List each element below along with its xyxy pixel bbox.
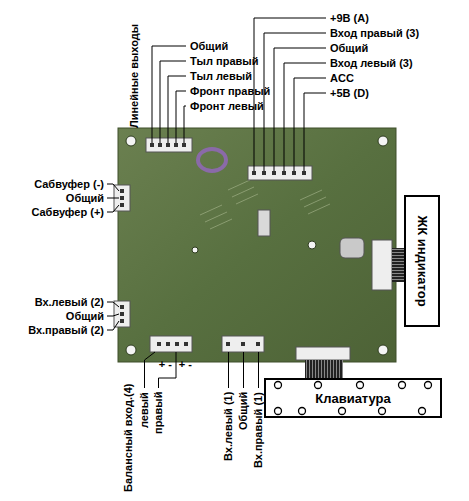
polarity-mark: + [179, 358, 185, 371]
lcd-connector [372, 240, 392, 290]
polarity-mark: - [188, 358, 192, 371]
balanced-connector [150, 336, 192, 352]
pin-label: +5В (D) [330, 87, 369, 100]
pin-label: Сабвуфер (+) [31, 206, 104, 219]
group-label: Балансный вход.(4) [122, 384, 135, 492]
pin-label: Тыл левый [190, 70, 252, 83]
line-out-connector [146, 138, 192, 152]
pin-label: Общий [237, 392, 250, 430]
pin-label: Сабвуфер (-) [34, 178, 104, 191]
coil [198, 149, 226, 171]
pin-label: Вх.левый (1) [222, 392, 235, 461]
pin-label: Общий [66, 310, 104, 323]
pin-label: Тыл правый [190, 55, 258, 68]
device-name: Клавиатура [315, 391, 391, 406]
pin-label: +9В (А) [330, 12, 369, 25]
pin-label: Вх.правый (2) [28, 324, 104, 337]
keypad-connector [296, 347, 350, 360]
pin-label: ACC [330, 72, 354, 85]
leader-lines [107, 18, 326, 388]
device-name: ЖК индикатор [415, 215, 430, 306]
input1-connector [222, 336, 264, 352]
pin-label: правый [152, 392, 165, 434]
group-label: Линейные выходы [128, 24, 141, 128]
mounting-holes [126, 136, 388, 355]
pin-label: Фронт левый [190, 100, 264, 113]
pin-label: Вх.левый (2) [35, 296, 104, 309]
keypad-ribbon [305, 360, 343, 378]
pin-label: левый [138, 392, 151, 428]
keypad-buttons [275, 382, 432, 415]
pin-label: Общий [66, 192, 104, 205]
pin-label: Вход правый (3) [330, 27, 419, 40]
polarity-mark: + [159, 358, 165, 371]
crystal [340, 238, 364, 258]
pcb-board [118, 128, 396, 362]
polarity-mark: - [168, 358, 172, 371]
pin-label: Фронт правый [190, 85, 270, 98]
pin-label: Общий [330, 42, 368, 55]
pin-label: Общий [190, 40, 228, 53]
pin-label: Вход левый (3) [330, 57, 413, 70]
power-connector [248, 166, 312, 180]
connector-pins [120, 143, 306, 346]
pin-label: Вх.правый (1) [252, 392, 265, 468]
lcd-display-box: ЖК индикатор [404, 195, 440, 327]
header [258, 210, 270, 236]
keypad-box: Клавиатура [264, 378, 442, 418]
